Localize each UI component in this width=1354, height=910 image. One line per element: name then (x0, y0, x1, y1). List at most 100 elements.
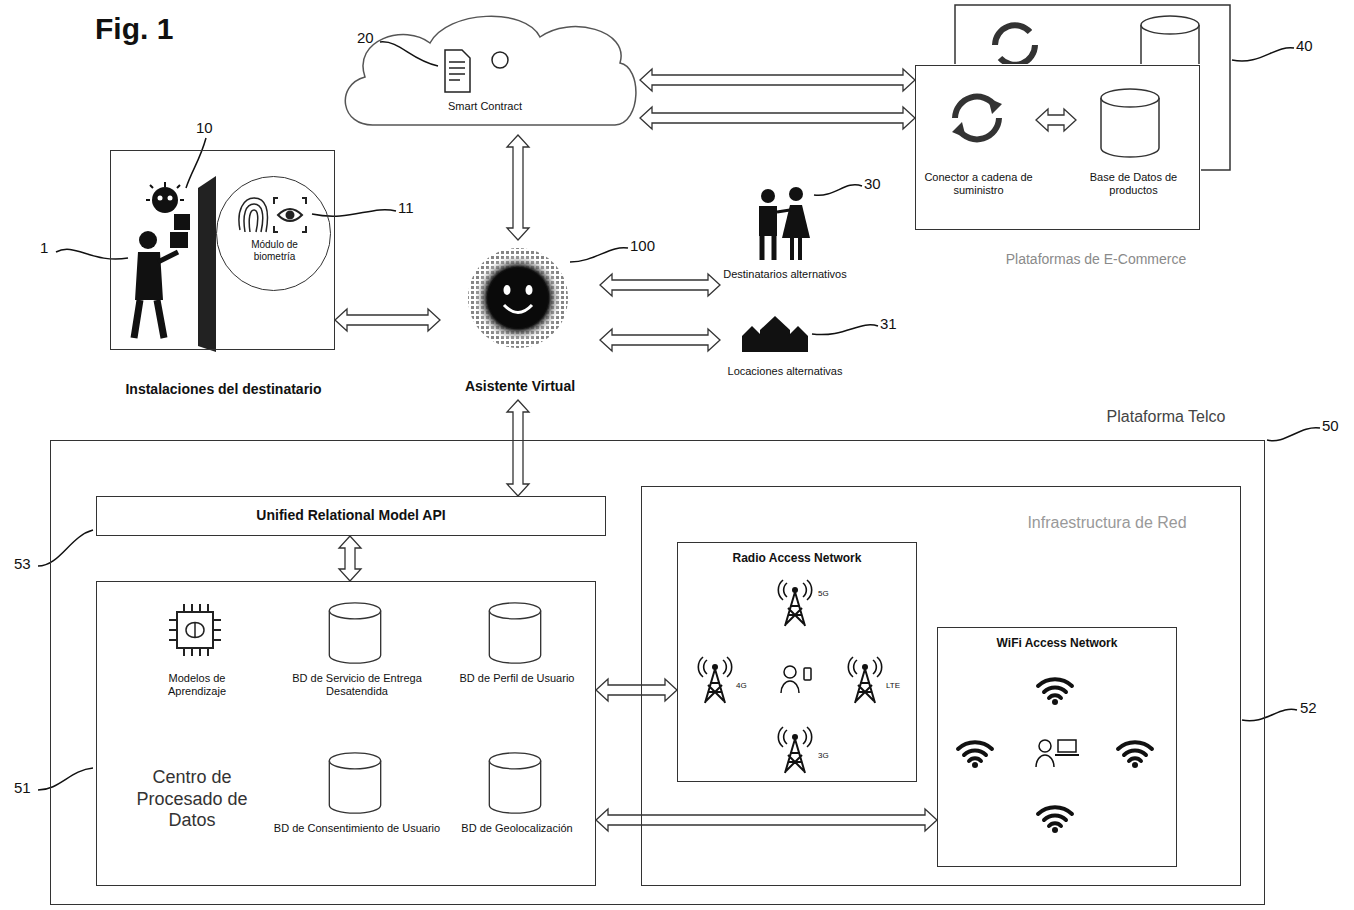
smart-contract-icon (445, 50, 508, 92)
wifi-symbols (958, 742, 992, 768)
robot-icon (146, 182, 184, 213)
radio-towers (698, 657, 731, 703)
smart-contract-icon (445, 50, 470, 92)
back-platform-card (1141, 16, 1199, 84)
eye-scan-icon (278, 209, 302, 221)
leader-lines (812, 325, 878, 335)
wifi-symbols (1118, 742, 1152, 768)
smart-contract-icon (492, 52, 508, 68)
platform-box: Plataforma TelcoUnified Relational Model… (50, 440, 1265, 905)
database-icons (329, 603, 540, 813)
door (198, 176, 216, 352)
database-icons (329, 603, 380, 663)
cloud-outline (330, 5, 640, 135)
access-network-box: WiFi Access Network (937, 627, 1177, 867)
platform-box: Plataformas de E-CommerceConector a cade… (915, 65, 1200, 230)
robot-icon (152, 187, 178, 213)
leader-lines (38, 768, 93, 790)
radio-towers (804, 668, 811, 680)
learning-model-icon (186, 622, 204, 638)
database-node: Base de Datos de productos (1076, 76, 1191, 206)
leader-lines (38, 530, 93, 566)
block-arrow (640, 107, 915, 129)
cloud-node: Smart Contract (330, 5, 640, 135)
callout-number: 1 (40, 240, 48, 257)
leader-lines (814, 185, 862, 196)
leader-lines (570, 248, 628, 262)
back-platform-card (995, 25, 1035, 65)
people-icon (777, 210, 790, 212)
premises-box: Instalaciones del destinatarioMódulo de … (110, 150, 335, 350)
block-arrow (596, 809, 937, 831)
block-arrow (507, 135, 529, 240)
people-icon (759, 206, 777, 236)
callout-number: LTE (886, 682, 900, 691)
node-label: Módulo de biometría (229, 239, 320, 263)
block-arrow (335, 309, 440, 331)
wifi-symbols (1038, 679, 1072, 705)
assistant-icon (468, 248, 568, 348)
assistant-icon (488, 268, 548, 328)
node-label: Modelos de Aprendizaje (147, 672, 247, 698)
node-label: Instalaciones del destinatario (101, 381, 346, 398)
wifi-symbols (958, 679, 1152, 833)
node-label: Plataformas de E-Commerce (976, 251, 1216, 268)
radio-towers (781, 666, 799, 693)
callout-number: 10 (196, 120, 213, 137)
delivery-person (139, 231, 157, 249)
houses-icon (742, 316, 808, 352)
people-icon (792, 238, 800, 260)
block-arrow (640, 69, 915, 91)
delivery-person (174, 214, 190, 230)
node-label: BD de Geolocalización (452, 822, 582, 835)
delivery-person (158, 252, 178, 262)
radio-towers (848, 657, 881, 703)
assistant-icon (526, 285, 533, 295)
node-label: Infraestructura de Red (992, 513, 1222, 532)
door (198, 176, 216, 352)
node-label: Smart Contract (410, 100, 560, 113)
figure-title: Fig. 1 (95, 12, 173, 45)
houses-icon (788, 326, 808, 352)
delivery-person (134, 214, 190, 338)
back-platform-card (955, 5, 1230, 170)
radio-towers (778, 727, 811, 773)
node-label: Asistente Virtual (440, 378, 600, 395)
callout-number: 53 (14, 556, 31, 573)
block-arrow (339, 536, 361, 581)
block-arrow (600, 274, 720, 296)
database-icons (489, 753, 540, 813)
callout-number: 5G (818, 590, 829, 599)
assistant-icon (468, 248, 568, 348)
delivery-person (134, 300, 164, 338)
people-icon (789, 187, 803, 201)
connector-node: Conector a cadena de suministro (921, 76, 1036, 206)
people-icon (759, 187, 810, 260)
callout-number: 4G (736, 682, 747, 691)
callout-number: 20 (357, 30, 374, 47)
cloud-outline (345, 16, 636, 125)
database-node: BD de Perfil de Usuario (452, 597, 582, 717)
wifi-symbols (1036, 740, 1054, 767)
eye-scan-icon (274, 198, 306, 232)
houses-icon (760, 316, 790, 352)
assistant-icon (504, 285, 511, 295)
leader-lines (1267, 428, 1320, 441)
callout-number: 3G (818, 752, 829, 761)
block-arrow (600, 329, 720, 351)
node-label: Conector a cadena de suministro (921, 171, 1036, 197)
node-label: Unified Relational Model API (97, 507, 605, 524)
callout-number: 40 (1296, 38, 1313, 55)
node-label: BD de Servicio de Entrega Desatendida (272, 672, 442, 698)
radio-towers (778, 580, 811, 626)
eye-scan-icon (287, 212, 294, 219)
leader-lines (380, 42, 438, 66)
leader-lines (1232, 48, 1294, 61)
learning-model-icon (169, 604, 221, 656)
node-label: BD de Perfil de Usuario (452, 672, 582, 685)
callout-number: 11 (398, 200, 414, 217)
leader-lines (56, 249, 128, 259)
back-platform-card (955, 5, 1230, 170)
connector-icon (952, 97, 1002, 140)
houses-icon (742, 326, 762, 352)
